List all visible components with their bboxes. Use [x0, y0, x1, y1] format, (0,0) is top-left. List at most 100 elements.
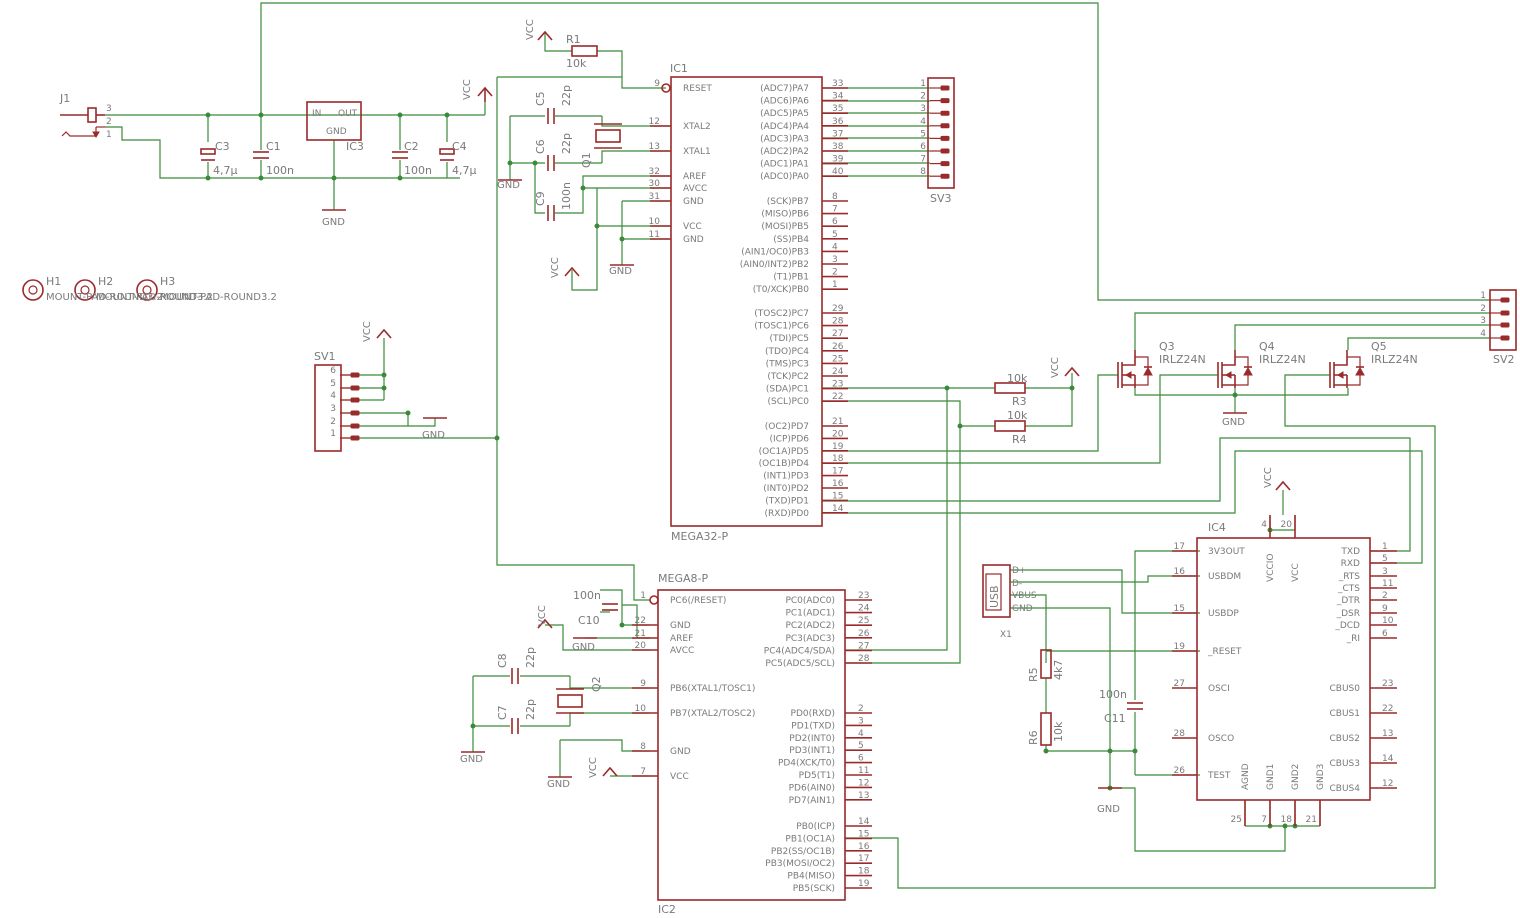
- ic4-pin-number: 26: [1174, 766, 1186, 776]
- ic4-pin-name: USBDM: [1208, 572, 1241, 582]
- c4-label: C4: [452, 140, 467, 153]
- ic4-pin-number: 28: [1174, 729, 1186, 739]
- c9-label: C9: [534, 191, 547, 206]
- x1-pin: GND: [1012, 604, 1033, 614]
- ic2-pin-name: VCC: [670, 772, 689, 782]
- ic4-pin-name: CBUS2: [1330, 734, 1361, 744]
- ic2-pin-name: PC2(ADC2): [785, 621, 835, 631]
- ic4-pin-number: 6: [1382, 629, 1388, 639]
- ic1-pin-number: 35: [832, 104, 843, 114]
- ic2-pin-number: 26: [858, 629, 870, 639]
- ic1-pin-number: 23: [832, 380, 843, 390]
- c10-label: C10: [578, 614, 600, 627]
- sv1-label: SV1: [314, 350, 336, 363]
- ic2-pin-name: PB5(SCK): [793, 884, 835, 894]
- ic1-pin-number: 13: [649, 142, 660, 152]
- ic2-pin-number: 9: [640, 679, 646, 689]
- ic4-pin-number: 4: [1261, 520, 1267, 530]
- ic1-pin-name: (AIN0/INT2)PB2: [740, 260, 809, 270]
- ic4-pin-number: 25: [1231, 815, 1242, 825]
- ic2-pin-name: PD1(TXD): [791, 721, 835, 731]
- ic2-pin-number: 2: [858, 704, 864, 714]
- ic3-label: IC3: [346, 140, 364, 153]
- x1-pin: D+: [1012, 566, 1026, 576]
- ic3-out: OUT: [338, 109, 358, 119]
- j1-pin: 3: [106, 104, 112, 114]
- ic1-pin-name: (OC1A)PD5: [759, 447, 809, 457]
- ic2-pin-name: PB2(SS/OC1B): [771, 847, 835, 857]
- ic2-crystal-circuit: 100n C10 C8 22p C7 22p Q2: [496, 589, 618, 734]
- gnd-label: GND: [422, 430, 445, 441]
- ic1-pin-number: 8: [832, 192, 838, 202]
- ic1-pin-name: GND: [683, 235, 704, 245]
- ic2-pin-name: PC1(ADC1): [785, 609, 835, 619]
- sv3-label: SV3: [930, 192, 952, 205]
- junction-dots: [205, 112, 1298, 829]
- ic2-pin-number: 23: [858, 591, 869, 601]
- h1-value: MOUNT-PAD-ROUND3.2: [46, 292, 163, 303]
- c8-value: 22p: [524, 647, 537, 668]
- ic1-pin-name: (ADC2)PA2: [760, 147, 809, 157]
- c4-value: 4,7µ: [452, 164, 477, 177]
- ic2-mega8: MEGA8-P IC2 PC6(/RESET)1GND22AREF21AVCC2…: [632, 572, 872, 916]
- ic1-pin-number: 31: [649, 192, 660, 202]
- ic1-pin-name: AVCC: [683, 184, 707, 194]
- vcc-label: VCC: [362, 321, 373, 342]
- c1-value: 100n: [266, 164, 294, 177]
- r1-value: 10k: [566, 57, 587, 70]
- ic1-pin-number: 33: [832, 79, 843, 89]
- sv2-label: SV2: [1493, 353, 1515, 366]
- header-pin-number: 4: [1480, 329, 1486, 339]
- ic4-pin-number: 15: [1174, 604, 1185, 614]
- gnd-label: GND: [322, 217, 345, 228]
- ic4-pin-name: CBUS0: [1330, 684, 1361, 694]
- ic1-pin-number: 25: [832, 354, 843, 364]
- ic4-pin-number: 2: [1382, 591, 1388, 601]
- h2-label: H2: [98, 275, 113, 288]
- power-symbols: VCC VCC VCC VCC VCC VCC VCC VCC GND GND …: [322, 19, 1291, 815]
- ic2-pin-number: 5: [858, 741, 864, 751]
- ic1-pin-name: GND: [683, 197, 704, 207]
- h3-value: MOUNT-PAD-ROUND3.2: [160, 292, 277, 303]
- ic4-pin-name: USBDP: [1208, 609, 1239, 619]
- c2-label: C2: [404, 140, 419, 153]
- ic2-pin-name: PB7(XTAL2/TOSC2): [670, 709, 755, 719]
- fet-value: IRLZ24N: [1159, 353, 1206, 366]
- ic2-pin-number: 13: [858, 791, 869, 801]
- ic1-pin-name: (RXD)PD0: [765, 509, 810, 519]
- ic4-pin-name: OSCI: [1208, 684, 1230, 694]
- ic1-pin-name: (OC1B)PD4: [759, 459, 810, 469]
- ic1-pin-name: (ADC7)PA7: [760, 84, 809, 94]
- fet-label: Q5: [1371, 340, 1387, 353]
- ic1-pin-number: 22: [832, 392, 843, 402]
- ic2-pin-number: 25: [858, 616, 869, 626]
- gnd-label: GND: [572, 642, 595, 653]
- ic2-pin-number: 8: [640, 742, 646, 752]
- ic1-pin-number: 36: [832, 117, 844, 127]
- ic1-pin-number: 17: [832, 467, 843, 477]
- ic1-pin-number: 18: [832, 454, 844, 464]
- x1-pin: VBUS: [1012, 591, 1037, 601]
- c7-label: C7: [496, 705, 509, 720]
- pullup-resistors: 10k R3 10k R4: [994, 372, 1028, 446]
- ic4-pin-number: 10: [1382, 616, 1394, 626]
- header-pin-number: 1: [1480, 291, 1486, 301]
- ic4-pin-name: _DSR: [1336, 609, 1360, 619]
- j1-pin: 1: [106, 130, 112, 140]
- j1-pin: 2: [106, 117, 112, 127]
- ic2-pin-name: PB1(OC1A): [785, 834, 835, 844]
- ic4-pin-name: CBUS1: [1330, 709, 1361, 719]
- c9-value: 100n: [560, 182, 573, 210]
- ic4-pin-name: TEST: [1207, 771, 1231, 781]
- ic4-pin-name: TXD: [1340, 547, 1360, 557]
- ic1-pin-number: 16: [832, 479, 844, 489]
- ic1-pin-name: (TOSC2)PC7: [754, 309, 809, 319]
- ic1-pin-name: (ICP)PD6: [770, 434, 810, 444]
- ic4-pin-number: 7: [1261, 815, 1267, 825]
- usb-label: USB: [988, 585, 1001, 608]
- ic1-pin-name: (TCK)PC2: [767, 372, 809, 382]
- ic4-pin-number: 13: [1382, 729, 1393, 739]
- mount-holes: H1 H2 H3 MOUNT-PAD-ROUND3.2 MOUNT-PAD-RO…: [22, 275, 277, 303]
